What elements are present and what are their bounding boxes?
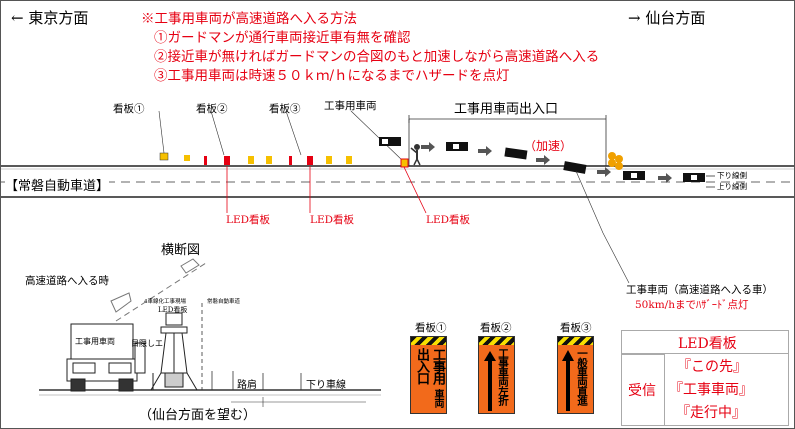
signboard-2-text: 工事車両左折 xyxy=(497,348,509,405)
led-panel-receive-cell xyxy=(621,354,665,426)
hazard-light-icon xyxy=(608,152,623,170)
vehicle-label: 工事用車両 xyxy=(324,100,377,112)
sign-label-2: 看板② xyxy=(196,103,228,115)
lane-note-left: 4車線化工事現場 xyxy=(144,299,186,305)
led-sign-marker xyxy=(307,156,313,165)
vehicle-icon xyxy=(683,173,705,182)
cone xyxy=(204,156,207,165)
entrance-label: 工事用車両出入口 xyxy=(454,102,559,117)
eye-label: 目隠しエ xyxy=(131,339,163,348)
left-turn-arrow-icon xyxy=(484,351,496,411)
hazard-callout: 50km/hまでﾊｻﾞｰﾄﾞ点灯 xyxy=(635,299,749,311)
board-label-1: 看板① xyxy=(415,322,447,334)
vehicle-icon xyxy=(504,147,528,160)
led-panel-receive: 受信 xyxy=(628,383,656,399)
cone xyxy=(248,156,254,164)
led-message-1: 『この先』 xyxy=(677,359,747,375)
vehicle-callout: 工事車両（高速道路へ入る車） xyxy=(626,284,773,296)
down-lane-label: 下り車線 xyxy=(306,380,346,391)
cone xyxy=(346,156,352,164)
signboard-2: 工事車両左折 xyxy=(478,336,515,414)
procedure-step-3: ③工事用車両は時速５０ｋｍ/ｈになるまでハザードを点灯 xyxy=(154,68,510,84)
signboard-1-col2: 出入口 xyxy=(414,348,429,384)
guard-marker xyxy=(159,152,169,161)
led-label-3: LED看板 xyxy=(426,214,471,226)
entering-label: 高速道路へ入る時 xyxy=(25,275,109,287)
procedure-step-2: ②接近車が無ければガードマンの合図のもと加速しながら高速道路へ入る xyxy=(154,49,600,65)
led-label-2: LED看板 xyxy=(310,214,355,226)
cone xyxy=(289,156,292,165)
section-title: 横断図 xyxy=(161,243,201,258)
vehicle-icon xyxy=(563,161,587,174)
signboard-1: 工事用 車両 出入口 xyxy=(410,336,447,414)
cone xyxy=(266,156,272,164)
board-label-2: 看板② xyxy=(480,322,512,334)
signboard-1-col1b: 車両 xyxy=(432,389,443,407)
truck-label: 工事用車両 xyxy=(75,337,115,346)
led-sign-marker xyxy=(224,156,230,165)
lane-down-label: 下り線側 xyxy=(717,171,747,180)
road-name: 【常磐自動車道】 xyxy=(5,175,110,194)
sign-label-3: 看板③ xyxy=(269,103,301,115)
led-sign-stand-icon xyxy=(150,312,198,391)
cone xyxy=(184,155,190,161)
sign-label-1: 看板① xyxy=(113,103,145,115)
section-caption: （仙台方面を望む） xyxy=(139,408,257,423)
vehicle-icon xyxy=(379,137,401,146)
movement-arrows xyxy=(421,142,672,183)
led-message-3: 『走行中』 xyxy=(676,405,746,421)
truck-icon xyxy=(66,323,146,392)
vehicle-icon xyxy=(623,171,645,180)
lane-up-label: 上り線側 xyxy=(717,182,747,191)
led-label-1: LED看板 xyxy=(226,214,271,226)
sendai-direction: → 仙台方面 xyxy=(628,9,706,27)
procedure-step-1: ①ガードマンが通行車両接近車有無を確認 xyxy=(154,30,411,46)
led-panel-title: LED看板 xyxy=(678,336,737,352)
signboard-3-text: 一般車両直進 xyxy=(576,348,588,405)
lane-note-right: 常磐自動車道 xyxy=(207,299,241,305)
procedure-title: ※工事用車両が高速道路へ入る方法 xyxy=(141,11,357,27)
vehicle-icon xyxy=(446,142,468,151)
tokyo-direction: ← 東京方面 xyxy=(11,9,89,27)
shoulder-label: 路肩 xyxy=(237,380,257,391)
led-message-2: 『工事車両』 xyxy=(669,382,753,398)
section-led-label: LED看板 xyxy=(158,306,188,314)
straight-arrow-icon xyxy=(562,350,574,411)
accel-label: （加速） xyxy=(524,139,573,153)
board-label-3: 看板③ xyxy=(560,322,592,334)
guardman-icon xyxy=(410,144,421,166)
signboard-3: 一般車両直進 xyxy=(557,336,594,414)
signboard-1-col1: 工事用 xyxy=(430,348,445,384)
led-panel-header xyxy=(621,330,789,354)
cone xyxy=(326,156,332,164)
led-sign-marker xyxy=(400,158,409,168)
